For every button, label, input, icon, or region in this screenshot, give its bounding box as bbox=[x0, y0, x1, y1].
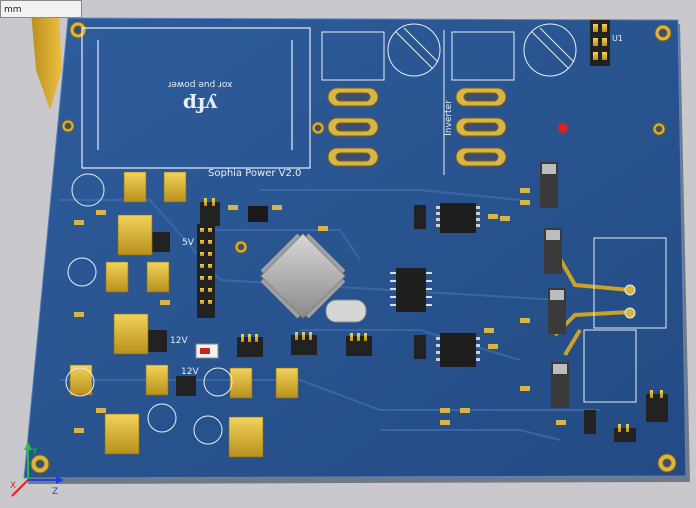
mcu-qfp bbox=[259, 232, 347, 320]
z-axis-arrow bbox=[56, 476, 64, 484]
status-led bbox=[558, 123, 568, 133]
y-axis-arrow bbox=[24, 442, 32, 450]
soic-center bbox=[390, 268, 432, 312]
logo-mark: yfp bbox=[183, 93, 218, 117]
power-terminals bbox=[327, 87, 507, 167]
transformer-outline bbox=[81, 27, 311, 169]
pcb-board bbox=[23, 17, 687, 479]
silk-12v: 12V bbox=[170, 336, 188, 346]
render-artifact bbox=[30, 0, 62, 110]
silk-12v-b: 12V bbox=[181, 367, 199, 377]
pin-header-left bbox=[197, 224, 215, 318]
svg-text:xor pue power: xor pue power bbox=[167, 79, 232, 89]
silk-5v: 5V bbox=[182, 238, 194, 248]
y-axis-label: Y bbox=[31, 447, 38, 457]
crystal bbox=[325, 299, 367, 323]
inverter-label: Inverter bbox=[444, 100, 454, 136]
x-axis-line bbox=[11, 479, 29, 497]
x-axis-label: X bbox=[10, 481, 16, 491]
board-title: Sophia Power V2.0 bbox=[208, 168, 302, 179]
smd-passives bbox=[74, 188, 566, 433]
mosfet-column bbox=[540, 162, 569, 408]
converter-pads bbox=[69, 171, 299, 458]
inverter-section bbox=[321, 23, 577, 175]
regulator-ic bbox=[248, 206, 268, 222]
header-top-right bbox=[590, 20, 610, 66]
capacitor-outlines bbox=[65, 173, 233, 445]
axis-gizmo[interactable]: Y Z X bbox=[8, 440, 68, 500]
silk-u1: U1 bbox=[612, 34, 623, 43]
gate-driver-ics bbox=[436, 203, 480, 367]
unit-tab[interactable]: mm bbox=[0, 0, 82, 18]
z-axis-label: Z bbox=[52, 487, 58, 497]
right-outlines bbox=[583, 237, 667, 403]
